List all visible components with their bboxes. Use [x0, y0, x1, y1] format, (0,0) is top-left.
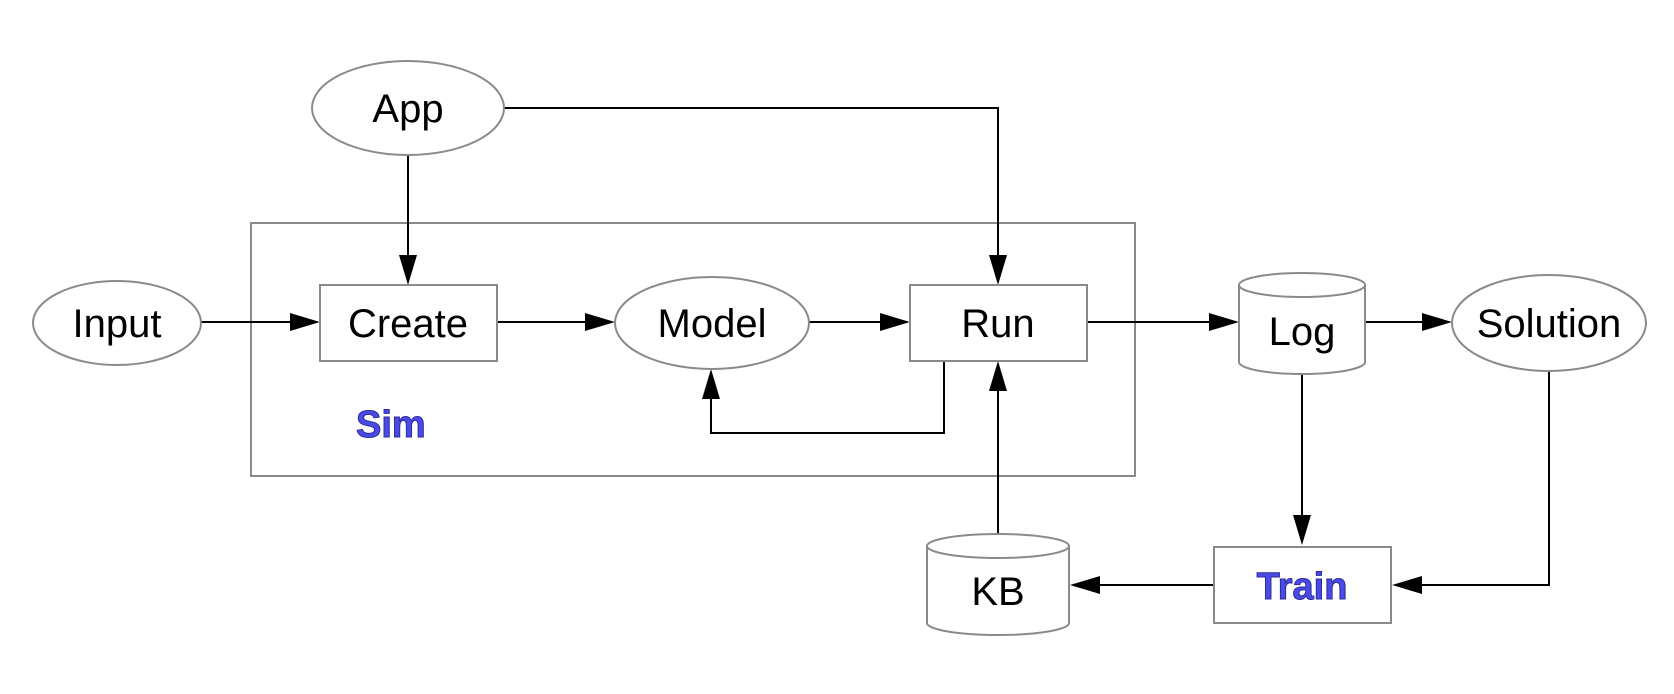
- node-input-label: Input: [73, 302, 162, 346]
- arrowhead-kb-run: [989, 361, 1007, 391]
- node-log-label: Log: [1269, 310, 1336, 354]
- node-model-label: Model: [658, 302, 767, 346]
- arrowhead-train-kb: [1070, 576, 1100, 594]
- sim-group-label: Sim: [356, 404, 426, 446]
- node-kb-label: KB: [971, 570, 1024, 614]
- node-train-label: Train: [1257, 566, 1348, 608]
- arrowhead-model-run: [880, 313, 910, 331]
- arrowhead-log-train: [1293, 515, 1311, 545]
- arrowhead-app-create: [399, 255, 417, 285]
- arrowhead-log-solution: [1422, 313, 1452, 331]
- node-input: Input: [32, 280, 202, 366]
- arrowhead-app-run: [989, 255, 1007, 285]
- node-app: App: [311, 60, 505, 156]
- edge-solution-train: [1422, 371, 1550, 586]
- node-create: Create: [319, 284, 498, 362]
- node-train: Train: [1213, 546, 1392, 624]
- node-create-label: Create: [348, 302, 468, 346]
- arrowhead-input-create: [290, 313, 320, 331]
- edge-app-run: [504, 107, 999, 255]
- arrowhead-run-log: [1209, 313, 1239, 331]
- sim-group: [250, 222, 1136, 477]
- arrowhead-solution-train: [1392, 576, 1422, 594]
- node-solution-label: Solution: [1477, 302, 1622, 346]
- edges: [201, 107, 1550, 594]
- node-model: Model: [614, 276, 810, 370]
- edge-run-model-loop: [710, 361, 945, 434]
- node-solution: Solution: [1451, 274, 1647, 372]
- node-app-label: App: [372, 87, 443, 131]
- arrowhead-run-model-loop: [702, 369, 720, 399]
- arrowhead-create-model: [585, 313, 615, 331]
- node-run-label: Run: [961, 302, 1034, 346]
- node-run: Run: [909, 284, 1088, 362]
- node-log: Log: [1238, 272, 1366, 375]
- node-kb: KB: [926, 533, 1070, 636]
